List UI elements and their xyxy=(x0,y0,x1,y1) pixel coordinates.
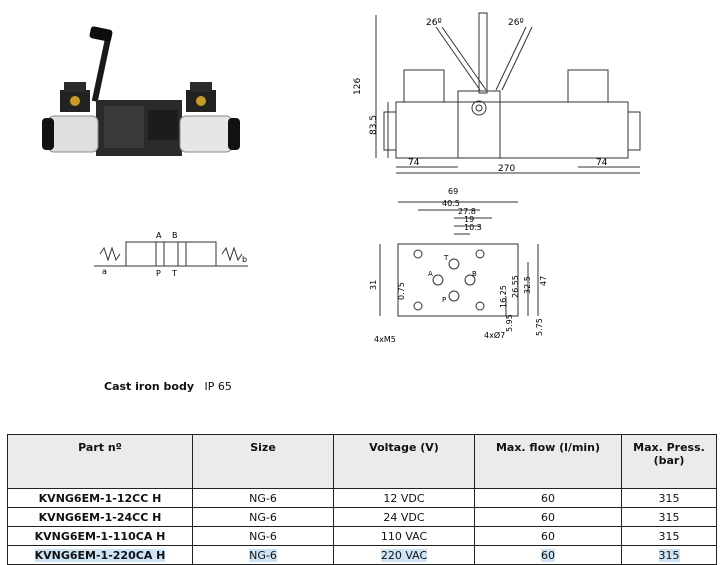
pf-dim-5-95: 5.95 xyxy=(505,314,514,332)
dim-angle-right: 26º xyxy=(508,18,524,28)
selected-voltage: 220 VAC xyxy=(380,548,428,562)
selected-part-no: KVNG6EM-1-220CA H xyxy=(34,548,166,562)
spec-table: Part nº Size Voltage (V) Max. flow (l/mi… xyxy=(7,434,717,565)
pf-dim-10-3: 10.3 xyxy=(464,223,482,232)
pf-dim-16-25: 16.25 xyxy=(499,285,508,308)
selected-max-press: 315 xyxy=(658,548,680,562)
cell-size: NG-6 xyxy=(192,526,334,546)
col-voltage: Voltage (V) xyxy=(333,434,475,489)
selected-size: NG-6 xyxy=(249,548,277,562)
pf-dim-40-5: 40.5 xyxy=(442,199,460,208)
sym-side-a: a xyxy=(102,267,107,276)
pf-hole-label: 4xØ7 xyxy=(484,330,505,340)
dim-height-total: 126 xyxy=(353,78,363,95)
cell-voltage: 110 VAC xyxy=(333,526,475,546)
sym-bottom-t: T xyxy=(171,269,177,278)
cell-size: NG-6 xyxy=(192,488,334,508)
cell-max-press: 315 xyxy=(621,526,717,546)
table-row: KVNG6EM-1-110CA H NG-6 110 VAC 60 315 xyxy=(7,526,717,546)
table-row: KVNG6EM-1-12CC H NG-6 12 VDC 60 315 xyxy=(7,488,717,508)
pf-dim-31: 31 xyxy=(369,280,378,290)
cell-part-no: KVNG6EM-1-110CA H xyxy=(7,526,193,546)
port-face-drawing: 69 40.5 27.8 19 10.3 31 0.75 16.25 26.55… xyxy=(369,187,548,344)
selected-max-flow: 60 xyxy=(541,548,555,562)
pf-port-p: P xyxy=(442,296,446,304)
body-caption: Cast iron body IP 65 xyxy=(104,380,232,393)
sym-side-b: b xyxy=(242,255,247,264)
valve-product-photo xyxy=(42,26,240,156)
cell-max-press: 315 xyxy=(621,488,717,508)
col-max-press: Max. Press. (bar) xyxy=(621,434,717,489)
table-row-selected[interactable]: KVNG6EM-1-220CA H NG-6 220 VAC 60 315 xyxy=(7,545,717,565)
cell-size: NG-6 xyxy=(192,507,334,527)
sym-top-a: A xyxy=(156,231,162,240)
pf-dim-32-5: 32.5 xyxy=(523,276,532,294)
pf-port-t: T xyxy=(443,254,449,262)
pf-dim-47: 47 xyxy=(539,276,548,286)
table-header-row: Part nº Size Voltage (V) Max. flow (l/mi… xyxy=(7,434,717,489)
dim-overall: 270 xyxy=(498,164,515,174)
sym-top-b: B xyxy=(172,231,178,240)
cell-max-flow: 60 xyxy=(474,526,622,546)
pf-dim-5-75: 5.75 xyxy=(535,318,544,336)
cell-voltage: 220 VAC xyxy=(333,545,475,565)
col-size: Size xyxy=(192,434,334,489)
pf-port-b: B xyxy=(472,270,477,278)
col-part-no: Part nº xyxy=(7,434,193,489)
caption-rating: IP 65 xyxy=(204,380,232,393)
cell-voltage: 12 VDC xyxy=(333,488,475,508)
cell-max-flow: 60 xyxy=(474,507,622,527)
cell-voltage: 24 VDC xyxy=(333,507,475,527)
cell-part-no: KVNG6EM-1-12CC H xyxy=(7,488,193,508)
pf-dim-27-8: 27.8 xyxy=(458,207,476,216)
pf-dim-69: 69 xyxy=(448,187,458,196)
cell-max-press: 315 xyxy=(621,545,717,565)
dim-angle-left: 26º xyxy=(426,18,442,28)
sym-bottom-p: P xyxy=(156,269,161,278)
pf-dim-26-55: 26.55 xyxy=(511,275,520,298)
dim-height-body: 83.5 xyxy=(369,115,379,135)
cell-part-no: KVNG6EM-1-24CC H xyxy=(7,507,193,527)
pf-thread-label: 4xM5 xyxy=(374,335,396,344)
col-max-flow: Max. flow (l/min) xyxy=(474,434,622,489)
front-view-drawing: 26º 26º 126 83.5 74 270 74 xyxy=(353,12,641,174)
pf-port-a: A xyxy=(428,270,433,278)
dim-left: 74 xyxy=(408,158,420,168)
pf-dim-0-75: 0.75 xyxy=(397,282,406,300)
caption-body: Cast iron body xyxy=(104,380,195,393)
table-row: KVNG6EM-1-24CC H NG-6 24 VDC 60 315 xyxy=(7,507,717,527)
cell-max-press: 315 xyxy=(621,507,717,527)
cell-max-flow: 60 xyxy=(474,488,622,508)
pf-dim-19: 19 xyxy=(464,215,474,224)
dim-right: 74 xyxy=(596,158,608,168)
hydraulic-symbol: A B P T a b xyxy=(94,231,248,278)
